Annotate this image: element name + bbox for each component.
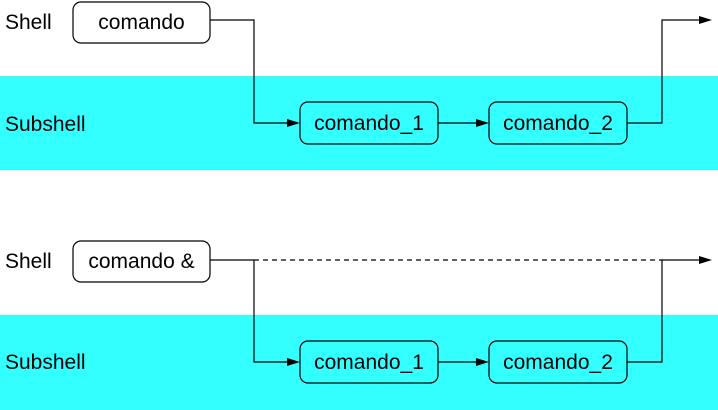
bottom-fork-line bbox=[253, 260, 288, 363]
bottom-shell-command-box bbox=[72, 240, 211, 283]
bottom-return-arrowhead bbox=[699, 256, 712, 264]
top-scenario: Shell Subshell comando comando_1 comando… bbox=[0, 1, 718, 170]
bottom-sub-link-arrowhead bbox=[476, 358, 489, 366]
bottom-shell-command-text: comando & bbox=[88, 250, 194, 273]
top-sub-link-arrowhead bbox=[476, 119, 489, 127]
top-sub-command-2-text: comando_2 bbox=[503, 112, 613, 135]
top-subshell-label: Subshell bbox=[5, 113, 86, 136]
top-return-line bbox=[627, 19, 700, 124]
top-shell-command-text: comando bbox=[98, 11, 184, 34]
bottom-scenario: Shell Subshell comando & comando_1 coman… bbox=[0, 240, 718, 410]
bottom-shell-label: Shell bbox=[5, 250, 52, 273]
top-sub-command-1-text: comando_1 bbox=[314, 112, 424, 135]
bottom-subshell-band bbox=[0, 315, 718, 410]
top-subshell-band bbox=[0, 76, 718, 170]
top-fork-line bbox=[210, 19, 288, 124]
top-fork-arrowhead bbox=[287, 119, 300, 127]
bottom-sub-command-1-text: comando_1 bbox=[314, 351, 424, 374]
top-return-arrowhead bbox=[699, 16, 712, 24]
bottom-fork-arrowhead bbox=[287, 358, 300, 366]
bottom-subshell-label: Subshell bbox=[5, 351, 86, 374]
top-shell-label: Shell bbox=[5, 11, 52, 34]
bottom-return-line bbox=[627, 259, 700, 363]
top-shell-command-box bbox=[72, 1, 211, 44]
bottom-sub-command-2-text: comando_2 bbox=[503, 351, 613, 374]
